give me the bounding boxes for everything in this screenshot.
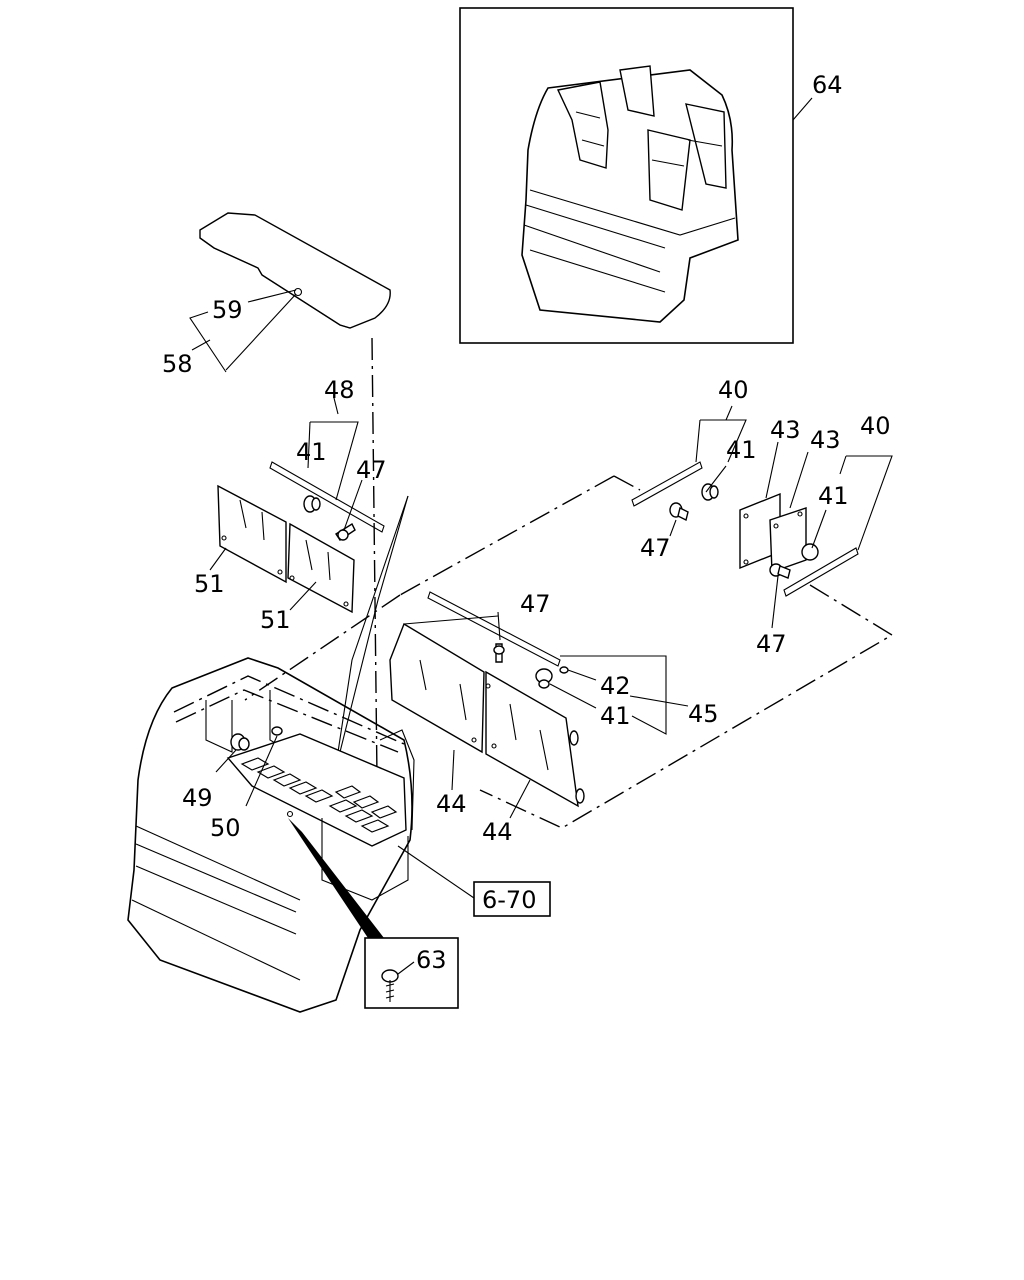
label-47-right-b: 47 [756, 630, 787, 658]
label-47-left: 47 [356, 456, 387, 484]
label-44-a: 44 [436, 790, 467, 818]
label-50: 50 [210, 814, 241, 842]
label-45: 45 [688, 700, 719, 728]
label-43-b: 43 [810, 426, 841, 454]
label-49: 49 [182, 784, 213, 812]
top-cushion [199, 212, 391, 329]
label-47-right-a: 47 [640, 534, 671, 562]
label-44-b: 44 [482, 818, 513, 846]
label-40-right: 40 [860, 412, 891, 440]
label-43-a: 43 [770, 416, 801, 444]
label-40-left: 40 [718, 376, 749, 404]
detail-box-63 [364, 937, 459, 1009]
label-48: 48 [324, 376, 355, 404]
label-42: 42 [600, 672, 631, 700]
rear-panel-assembly [389, 591, 585, 808]
label-47-rear: 47 [520, 590, 551, 618]
label-51-a: 51 [194, 570, 225, 598]
reference-box [473, 881, 551, 917]
right-panel-assembly [631, 419, 893, 597]
label-58: 58 [162, 350, 193, 378]
console-body [127, 657, 415, 1013]
label-63: 63 [416, 946, 447, 974]
label-41-rear: 41 [600, 702, 631, 730]
left-panel-assembly [217, 421, 385, 614]
label-41-right-a: 41 [726, 436, 757, 464]
label-59: 59 [212, 296, 243, 324]
screw-63 [381, 969, 399, 1002]
label-51-b: 51 [260, 606, 291, 634]
label-41-left: 41 [296, 438, 327, 466]
label-41-right-b: 41 [818, 482, 849, 510]
reference-6-70: 6-70 [482, 886, 536, 914]
inset-assembly-view [459, 7, 794, 344]
detail-callout-wedge [288, 818, 384, 938]
label-64: 64 [812, 71, 843, 99]
